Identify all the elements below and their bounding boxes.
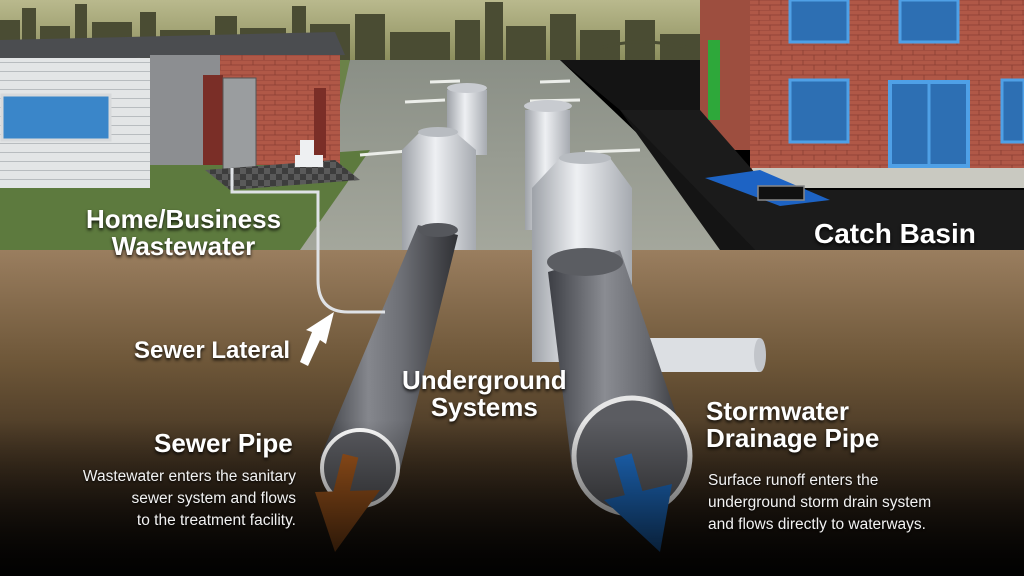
storm-desc-line-1: Surface runoff enters the	[708, 472, 879, 489]
catch-basin-connector-pipe	[640, 338, 760, 372]
storm-desc-line-2: underground storm drain system	[708, 494, 932, 511]
stormwater-title-line-1: Stormwater	[706, 396, 850, 426]
catch-basin-label: Catch Basin	[814, 218, 976, 249]
sewer-desc-line-1: Wastewater enters the sanitary	[82, 468, 296, 485]
home-business-line-1: Home/Business	[86, 204, 282, 234]
home-business-wastewater-label: Home/Business Wastewater	[86, 204, 282, 262]
brick-building	[700, 0, 1024, 188]
sewer-lateral-line	[230, 168, 385, 314]
storm-desc-line-3: and flows directly to waterways.	[708, 516, 926, 533]
sewer-pipe	[320, 225, 458, 478]
stormwater-title-line-2: Drainage Pipe	[706, 423, 880, 454]
sewer-pipe-description: Wastewater enters the sanitary sewer sys…	[83, 466, 296, 532]
sewer-desc-line-2: sewer system and flows	[131, 490, 296, 507]
stormwater-pipe-title: Stormwater Drainage Pipe	[706, 396, 880, 454]
sewer-desc-line-3: to the treatment facility.	[136, 512, 296, 529]
underground-line-1: Underground	[402, 365, 567, 395]
home-business-line-2: Wastewater	[111, 231, 256, 262]
bottom-vignette	[0, 420, 1024, 576]
sewer-pipe-title: Sewer Pipe	[154, 428, 293, 458]
skyline-bridge	[599, 40, 691, 50]
catch-basin-grate	[757, 185, 805, 201]
street-surface	[280, 60, 760, 250]
underground-systems-label: Underground Systems	[402, 365, 567, 423]
underground-line-2: Systems	[430, 392, 538, 423]
sewer-lateral-label: Sewer Lateral	[134, 337, 291, 364]
arrow-pointer-icon	[300, 312, 334, 366]
house	[0, 32, 360, 190]
stormwater-pipe-description: Surface runoff enters the underground st…	[708, 470, 931, 536]
curb	[620, 110, 1024, 255]
